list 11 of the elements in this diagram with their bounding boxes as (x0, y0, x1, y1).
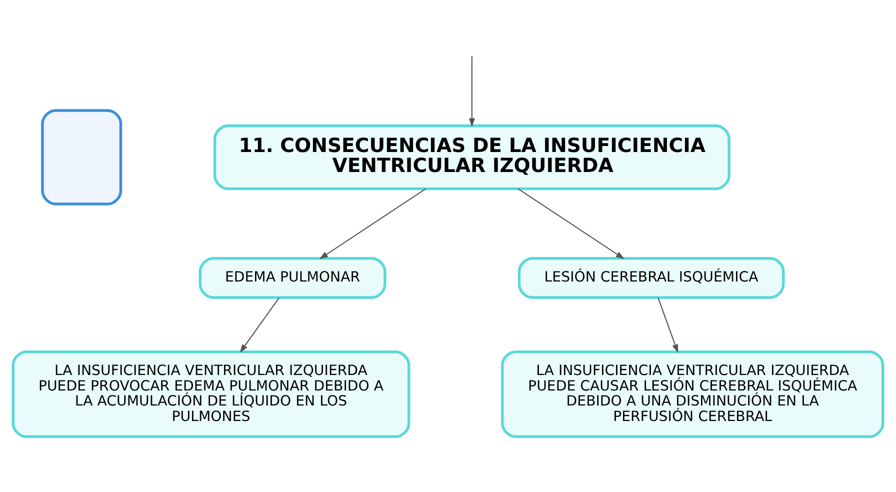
arrow (468, 56, 475, 127)
node-box: LA INSUFICIENCIA VENTRICULAR IZQUIERDA PUEDE PROVOCAR EDEMA PULMONAR DEBIDO A LA ACUMULACIÓN DE LÍQUIDO EN LOS PULMONES (12, 350, 410, 438)
node-box: 11. CONSECUENCIAS DE LA INSUFICIENCIA VENTRICULAR IZQUIERDA (213, 124, 730, 190)
arrow (518, 188, 625, 260)
node-box (41, 109, 122, 206)
arrow (319, 188, 426, 260)
node-box: LESIÓN CEREBRAL ISQUÉMICA (518, 257, 785, 299)
node-box: LA INSUFICIENCIA VENTRICULAR IZQUIERDA PUEDE CAUSAR LESIÓN CEREBRAL ISQUÉMICA DEBIDO A UNA DISMINUCIÓN EN LA PERFUSIÓN CEREBRAL (501, 350, 884, 438)
arrow (658, 298, 678, 354)
node-box: EDEMA PULMONAR (198, 257, 386, 299)
arrow (240, 298, 280, 353)
